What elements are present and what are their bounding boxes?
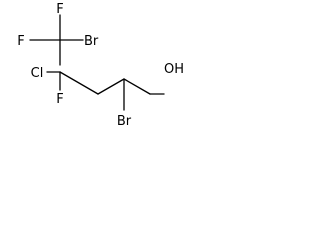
atom-label-cl: Cl — [31, 66, 44, 81]
bond-c3-c4 — [97, 78, 125, 95]
atom-label-br-bottom: Br — [117, 114, 132, 129]
atom-label-f-top: F — [56, 2, 63, 17]
bond-c2-c3 — [59, 71, 99, 95]
bond-c4-c5 — [123, 78, 151, 95]
atom-label-br-top: Br — [84, 34, 99, 49]
bonds — [29, 14, 165, 111]
atom-label-f-mid: F — [56, 92, 63, 107]
chemical-structure-diagram: F F Br Cl F Br OH — [17, 2, 184, 129]
atom-label-oh: OH — [164, 62, 184, 77]
atom-labels: F F Br Cl F Br OH — [17, 2, 184, 129]
atom-label-f-left: F — [17, 34, 24, 49]
